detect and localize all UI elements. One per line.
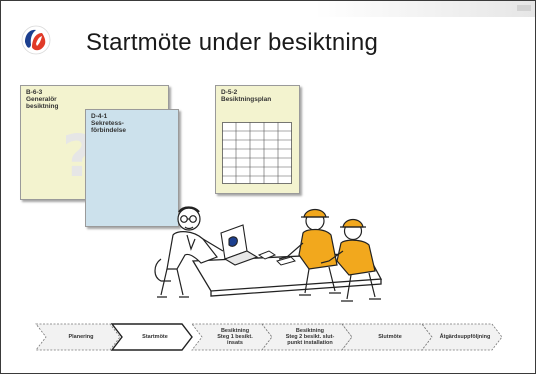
document-name: Besiktningsplan	[221, 96, 272, 103]
document-code: B-6-3	[26, 89, 43, 96]
process-chevrons	[35, 323, 503, 351]
document-code: D-4-1	[91, 113, 108, 120]
process-step-atgardsuppfoljning: Åtgärdsuppföljning	[439, 334, 491, 340]
process-step-planering: Planering	[68, 334, 94, 340]
process-step-startmote: Startmöte	[142, 334, 168, 340]
company-logo-icon	[21, 25, 51, 55]
page-title: Startmöte under besiktning	[86, 29, 379, 56]
document-card-besiktningsplan: D-5-2 Besiktningsplan	[215, 85, 300, 194]
process-step-besiktning-2: Besiktning Steg 2 besikt. slut- punkt in…	[285, 328, 335, 346]
process-step-slutmote: Slutmöte	[378, 334, 402, 340]
process-step-besiktning-1: Besiktning Steg 1 besikt. insats	[217, 328, 253, 346]
document-card-sekretess: D-4-1 Sekretess- förbindelse	[85, 109, 179, 227]
corner-mark	[517, 5, 531, 11]
plan-table-grid	[222, 122, 292, 184]
header-fade	[315, 1, 535, 17]
document-code: D-5-2	[221, 89, 238, 96]
document-name: Sekretess- förbindelse	[91, 120, 127, 134]
meeting-illustration	[154, 206, 383, 302]
document-name: Generalör besiktning	[26, 96, 59, 110]
process-flow: Planering Startmöte Besiktning Steg 1 be…	[34, 322, 504, 352]
